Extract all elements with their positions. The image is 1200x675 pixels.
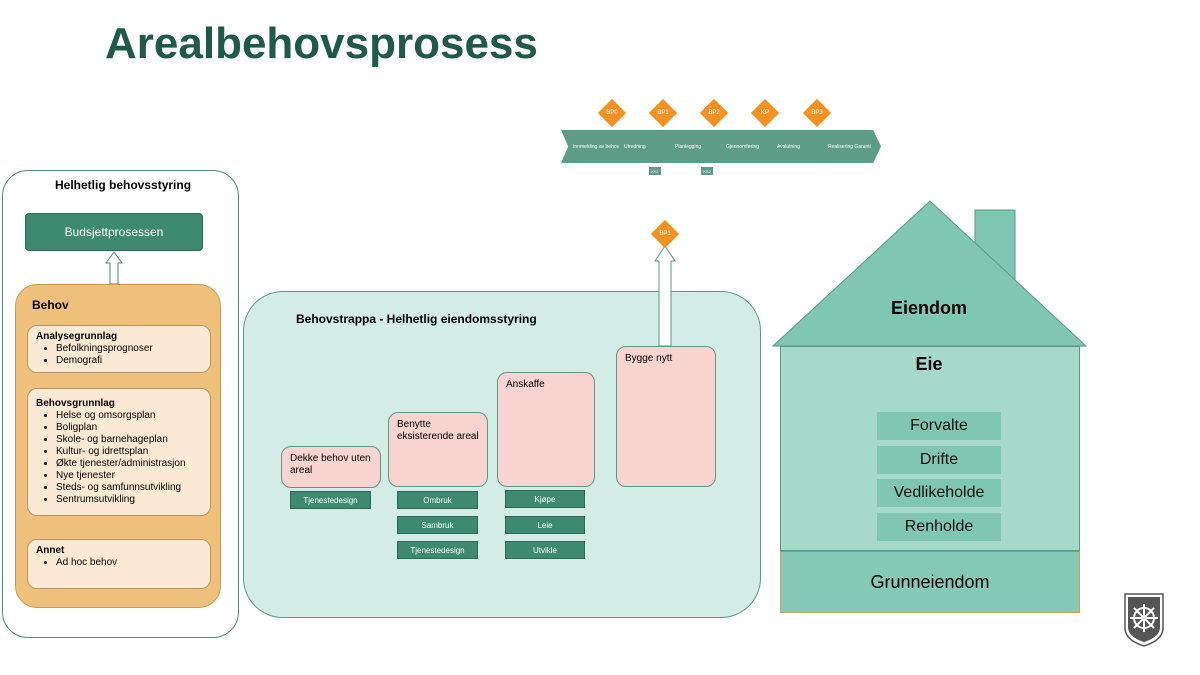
up-arrow-icon — [105, 251, 123, 285]
list-item: Sentrumsutvikling — [56, 494, 202, 506]
drifte-box: Drifte — [877, 446, 1001, 474]
grunneiendom-box: Grunneiendom — [780, 551, 1080, 613]
list-item: Demografi — [56, 355, 202, 367]
analysegrunnlag-card: Analysegrunnlag Befolkningsprognoser Dem… — [27, 325, 211, 373]
milestone-label: KP — [760, 110, 769, 116]
behovsgrunnlag-card: Behovsgrunnlag Helse og omsorgsplan Boli… — [27, 388, 211, 516]
list-item: Boligplan — [56, 422, 202, 434]
milestone-label: BP3 — [811, 110, 823, 116]
tjenestedesign-box: Tjenestedesign — [397, 541, 478, 559]
step-benytte: Benytte eksisterende areal — [388, 412, 488, 487]
step-bygge-nytt: Bygge nytt — [616, 346, 716, 487]
behovsgrunnlag-heading: Behovsgrunnlag — [36, 398, 115, 409]
milestone-label: BP1 — [657, 110, 669, 116]
sambruk-box: Sambruk — [397, 516, 478, 534]
step-dekke-behov: Dekke behov uten areal — [281, 446, 381, 488]
municipal-crest-icon — [1124, 593, 1164, 647]
house-roof-label: Eiendom — [890, 298, 967, 318]
list-item: Steds- og samfunnsutvikling — [56, 482, 202, 494]
milestone-label: BP0 — [606, 110, 618, 116]
list-item: Skole- og barnehageplan — [56, 434, 202, 446]
behovstrappa-title: Behovstrappa - Helhetlig eiendomsstyring — [296, 312, 537, 326]
house-roof-icon — [772, 200, 1088, 347]
list-item: Nye tjenester — [56, 470, 202, 482]
up-arrow-icon — [654, 245, 676, 347]
list-item: Kultur- og idrettsplan — [56, 446, 202, 458]
behov-title: Behov — [32, 298, 69, 312]
analysegrunnlag-heading: Analysegrunnlag — [36, 331, 118, 342]
step-anskaffe: Anskaffe — [497, 372, 595, 487]
kjope-box: Kjøpe — [505, 490, 585, 508]
milestone-label: BP2 — [708, 110, 720, 116]
utvikle-box: Utvikle — [505, 541, 585, 559]
process-step-6: Realisering Garanti — [816, 130, 881, 163]
renholde-box: Renholde — [877, 513, 1001, 541]
annet-heading: Annet — [36, 545, 65, 556]
leie-box: Leie — [505, 516, 585, 534]
ks-badge: KS1 — [649, 167, 661, 175]
behovsstyring-title: Helhetlig behovsstyring — [55, 178, 192, 192]
process-step-1: Innmelding av behov — [561, 130, 621, 163]
tjenestedesign-box: Tjenestedesign — [290, 491, 371, 509]
page-title: Arealbehovsprosess — [105, 19, 538, 68]
process-step-2: Utredning — [612, 130, 672, 163]
milestone-label: BP1 — [659, 231, 671, 237]
process-step-3: Planlegging — [663, 130, 723, 163]
process-step-4: Gjennomføring — [714, 130, 774, 163]
house-body-title: Eie — [915, 354, 943, 374]
budsjettprosessen-box: Budsjettprosessen — [25, 213, 203, 251]
forvalte-box: Forvalte — [877, 412, 1001, 440]
list-item: Befolkningsprognoser — [56, 343, 202, 355]
vedlikeholde-box: Vedlikeholde — [877, 479, 1001, 507]
process-step-5: Avslutning — [765, 130, 825, 163]
list-item: Ad hoc behov — [56, 557, 202, 569]
annet-card: Annet Ad hoc behov — [27, 539, 211, 589]
ombruk-box: Ombruk — [397, 491, 478, 509]
list-item: Helse og omsorgsplan — [56, 410, 202, 422]
ks-badge: KS2 — [701, 167, 713, 175]
list-item: Økte tjenester/administrasjon — [56, 458, 202, 470]
